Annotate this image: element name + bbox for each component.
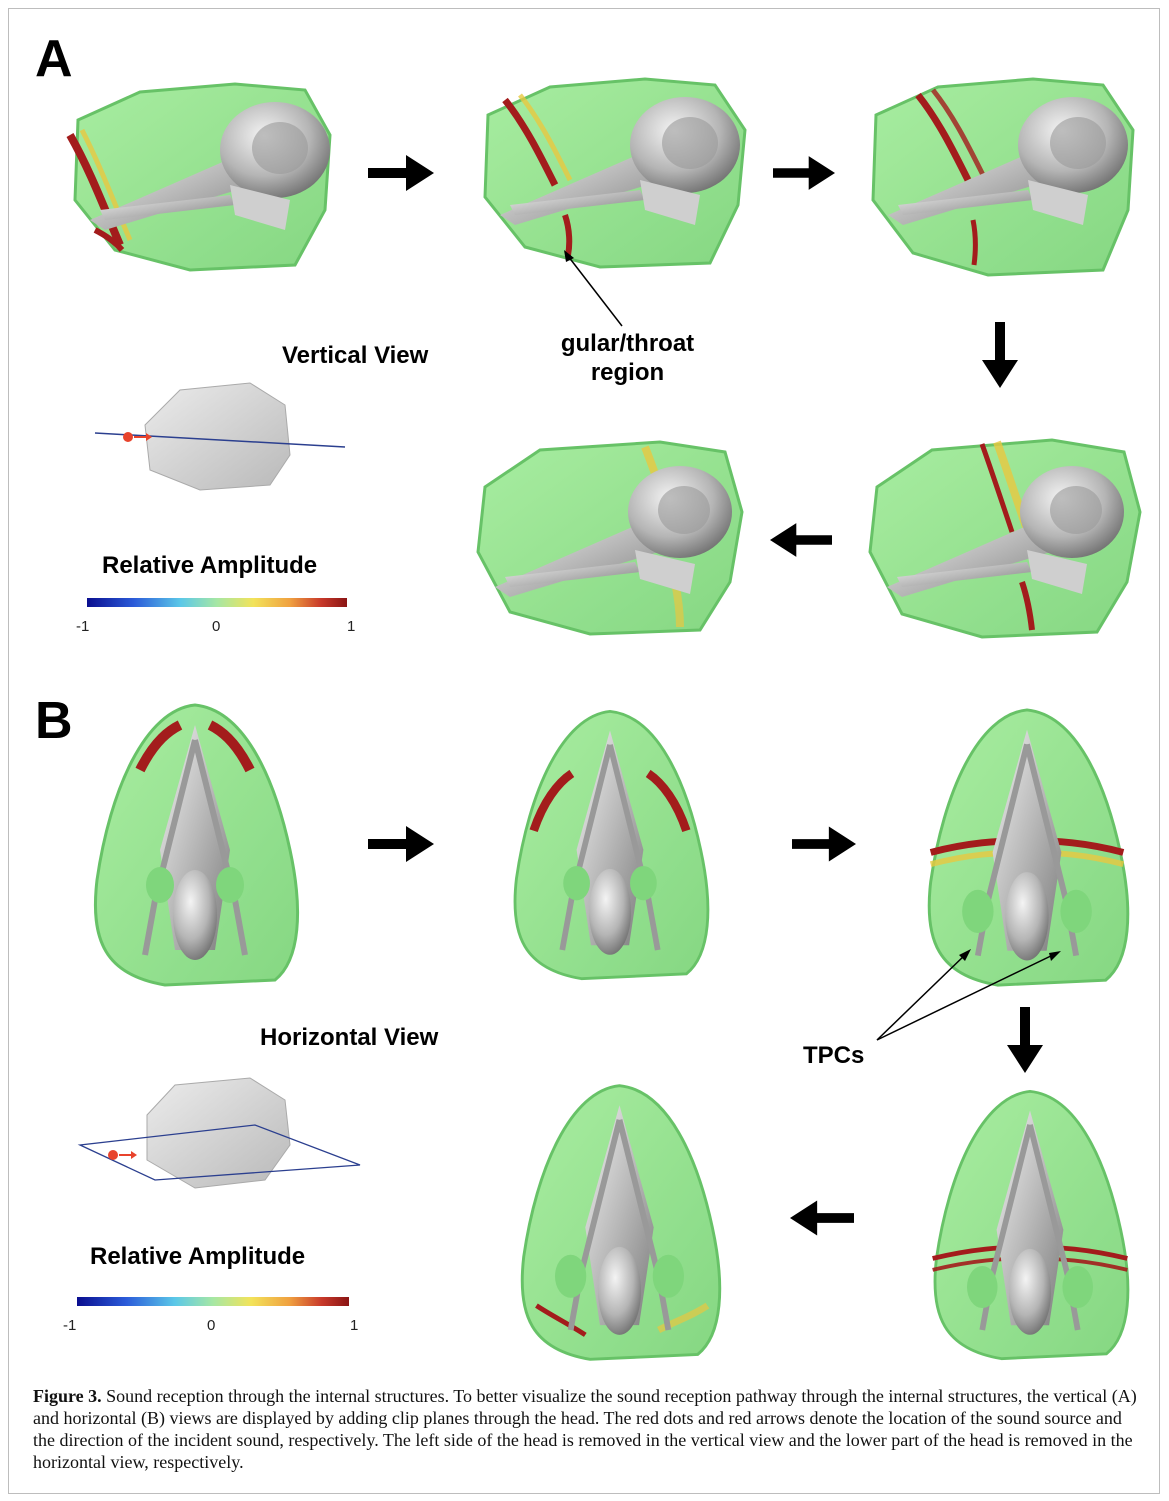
horizontal-view-orientation-thumbnail [75, 1070, 365, 1195]
colorbar-a-max: 1 [347, 618, 355, 635]
colorbar-title-b: Relative Amplitude [90, 1243, 305, 1272]
panel-a-letter: A [35, 33, 73, 85]
colorbar-a-min: -1 [76, 618, 89, 635]
horizontal-view-frame-5 [512, 1080, 727, 1365]
colorbar-b [77, 1297, 349, 1306]
colorbar-b-mid: 0 [207, 1317, 215, 1334]
arrow-down-icon [982, 322, 1018, 388]
figure-caption: Figure 3. Sound reception through the in… [33, 1385, 1138, 1473]
arrow-right-icon [792, 826, 856, 862]
arrow-right-icon [368, 155, 434, 191]
tpcs-pointers [875, 945, 1075, 1045]
annotation-pointer [560, 250, 640, 330]
vertical-view-frame-1 [60, 80, 350, 275]
panel-b-letter: B [35, 695, 73, 747]
colorbar-a [87, 598, 347, 607]
vertical-view-orientation-thumbnail [90, 375, 350, 495]
vertical-view-frame-3 [858, 75, 1148, 280]
vertical-view-frame-2 [470, 75, 760, 270]
arrow-down-icon [1007, 1007, 1043, 1073]
colorbar-title-a: Relative Amplitude [102, 552, 317, 581]
horizontal-view-frame-2 [505, 700, 715, 990]
horizontal-view-label: Horizontal View [260, 1024, 438, 1053]
colorbar-b-min: -1 [63, 1317, 76, 1334]
arrow-right-icon [773, 155, 835, 191]
vertical-view-frame-5 [470, 432, 750, 637]
vertical-view-label: Vertical View [282, 342, 428, 371]
arrow-right-icon [368, 826, 434, 862]
tpcs-annotation: TPCs [803, 1042, 864, 1071]
colorbar-b-max: 1 [350, 1317, 358, 1334]
caption-label: Figure 3. [33, 1386, 102, 1406]
caption-text: Sound reception through the internal str… [33, 1386, 1137, 1472]
horizontal-view-frame-1 [85, 700, 305, 990]
vertical-view-frame-4 [862, 432, 1147, 642]
gular-throat-annotation: gular/throat region [545, 330, 710, 388]
horizontal-view-frame-4 [925, 1085, 1135, 1365]
arrow-left-icon [770, 522, 832, 558]
colorbar-a-mid: 0 [212, 618, 220, 635]
arrow-left-icon [790, 1200, 854, 1236]
